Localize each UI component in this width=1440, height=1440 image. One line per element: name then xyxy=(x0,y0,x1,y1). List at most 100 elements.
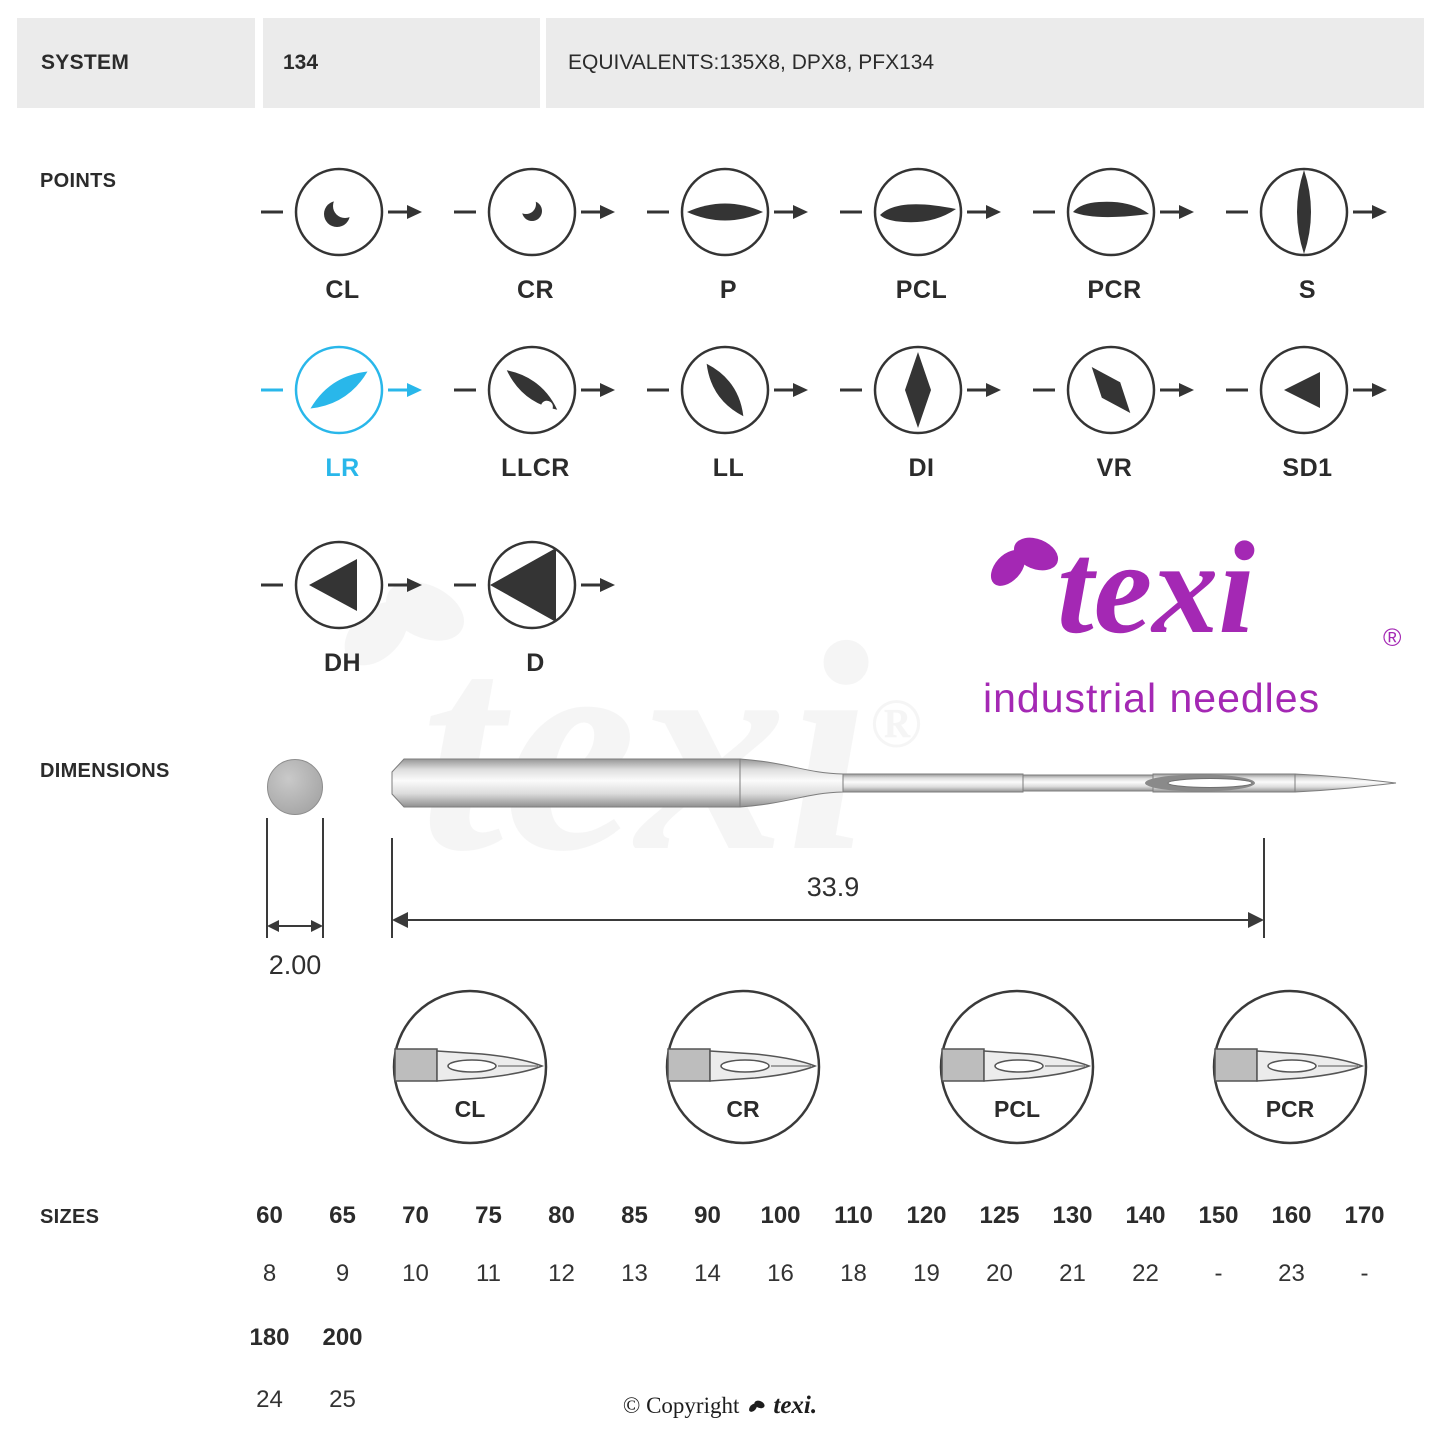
length-dimension-lines xyxy=(391,838,1265,938)
size-metric-value: 160 xyxy=(1271,1202,1312,1229)
vr-point-icon xyxy=(1032,345,1194,435)
point-cl: CL xyxy=(246,162,439,305)
size-metric-value: 65 xyxy=(329,1202,356,1229)
point-label: DI xyxy=(908,454,935,482)
size-singer-value: 20 xyxy=(986,1260,1013,1287)
point-label: DH xyxy=(323,649,362,677)
magnified-tip-views: CL CR PCL PCR xyxy=(390,987,1370,1152)
lr-point-icon xyxy=(260,345,422,435)
cr-point-icon xyxy=(453,167,615,257)
size-singer-value: 11 xyxy=(476,1260,501,1287)
point-p: P xyxy=(632,162,825,305)
llcr-point-icon xyxy=(453,345,615,435)
system-value-box: 134 xyxy=(263,18,540,108)
size-singer-value: 23 xyxy=(1278,1260,1305,1287)
di-point-icon xyxy=(839,345,1001,435)
point-s: S xyxy=(1211,162,1404,305)
point-label: LR xyxy=(325,454,360,482)
dimensions-section-label: DIMENSIONS xyxy=(40,760,170,782)
magnified-tip-pcl: PCL xyxy=(939,989,1094,1145)
magnified-tip-pcr: PCR xyxy=(1212,989,1368,1145)
needle-eye-slot xyxy=(1167,778,1253,788)
size-singer-value: - xyxy=(1214,1260,1223,1287)
point-pcl: PCL xyxy=(825,162,1018,305)
pcl-point-icon xyxy=(839,167,1001,257)
point-label: CL xyxy=(325,276,360,304)
svg-text:CL: CL xyxy=(455,1096,486,1122)
point-llcr: LLCR xyxy=(439,340,632,483)
svg-text:PCR: PCR xyxy=(1266,1096,1315,1122)
size-metric-value: 170 xyxy=(1344,1202,1385,1229)
point-label: LLCR xyxy=(501,454,570,482)
size-singer-value: 25 xyxy=(329,1386,356,1413)
s-point-icon xyxy=(1225,167,1387,257)
needle-cross-section-circle xyxy=(267,759,323,815)
size-singer-value: 8 xyxy=(262,1260,277,1287)
point-label: P xyxy=(719,276,738,304)
point-lr: LR xyxy=(246,340,439,483)
size-metric-value: 140 xyxy=(1125,1202,1166,1229)
magnified-tip-cl: CL xyxy=(392,989,548,1145)
length-dimension-value: 33.9 xyxy=(806,872,860,902)
d-point-icon xyxy=(453,540,615,630)
copyright-text: © Copyright xyxy=(622,1393,740,1418)
sizes-section-label: SIZES xyxy=(40,1206,100,1228)
point-label: LL xyxy=(712,454,745,482)
ll-point-icon xyxy=(646,345,808,435)
needle-diagram xyxy=(391,758,1397,808)
points-row-2: LR LLCR LL DI VR SD1 xyxy=(246,340,1406,483)
size-singer-value: 12 xyxy=(548,1260,575,1287)
size-metric-value: 80 xyxy=(548,1202,575,1229)
footer-brand-text: texi. xyxy=(773,1392,818,1419)
size-metric-value: 125 xyxy=(979,1202,1020,1229)
points-row-3: DH D xyxy=(246,535,1406,678)
points-section-label: POINTS xyxy=(40,170,117,192)
size-singer-value: 9 xyxy=(335,1260,350,1287)
footer-copyright: © Copyright texi. xyxy=(0,1392,1440,1420)
size-singer-value: 16 xyxy=(767,1260,794,1287)
magnifier-pcl: PCL xyxy=(937,987,1097,1152)
size-singer-value: 19 xyxy=(913,1260,940,1287)
magnifier-cr: CR xyxy=(663,987,823,1152)
point-label: D xyxy=(526,649,545,677)
point-d: D xyxy=(439,535,632,678)
brand-logo: texi ® industrial needles xyxy=(955,512,1435,727)
diameter-dimension-value: 2.00 xyxy=(268,950,322,980)
point-label: CR xyxy=(516,276,555,304)
brand-petal-icon xyxy=(990,537,1059,586)
point-di: DI xyxy=(825,340,1018,483)
size-singer-value: 18 xyxy=(840,1260,867,1287)
diameter-dimension-lines xyxy=(266,818,324,938)
size-metric-value: 85 xyxy=(621,1202,648,1229)
size-metric-value: 75 xyxy=(475,1202,502,1229)
size-metric-value: 60 xyxy=(256,1202,283,1229)
sizes-singer-row-2: 24 25 xyxy=(233,1386,379,1414)
size-metric-value: 150 xyxy=(1198,1202,1239,1229)
size-singer-value: 24 xyxy=(256,1386,283,1413)
dh-point-icon xyxy=(260,540,422,630)
point-label: S xyxy=(1298,276,1317,304)
size-metric-value: 120 xyxy=(906,1202,947,1229)
brand-registered-mark: ® xyxy=(1383,624,1402,652)
svg-text:PCL: PCL xyxy=(994,1096,1040,1122)
magnifier-cl: CL xyxy=(390,987,550,1152)
point-label: PCL xyxy=(895,276,948,304)
footer-petal-icon xyxy=(749,1400,765,1412)
size-metric-value: 180 xyxy=(249,1324,290,1351)
size-metric-value: 200 xyxy=(322,1324,363,1351)
system-label: SYSTEM xyxy=(41,51,130,74)
sizes-metric-row-2: 180 200 xyxy=(233,1324,379,1352)
equivalents-box: EQUIVALENTS:135X8, DPX8, PFX134 xyxy=(546,18,1424,108)
brand-name: texi xyxy=(1057,514,1255,661)
point-label: SD1 xyxy=(1282,454,1333,482)
point-ll: LL xyxy=(632,340,825,483)
size-metric-value: 110 xyxy=(834,1202,873,1229)
size-metric-value: 70 xyxy=(402,1202,429,1229)
point-label: PCR xyxy=(1087,276,1142,304)
size-singer-value: 14 xyxy=(694,1260,721,1287)
pcr-point-icon xyxy=(1032,167,1194,257)
size-singer-value: 10 xyxy=(402,1260,429,1287)
